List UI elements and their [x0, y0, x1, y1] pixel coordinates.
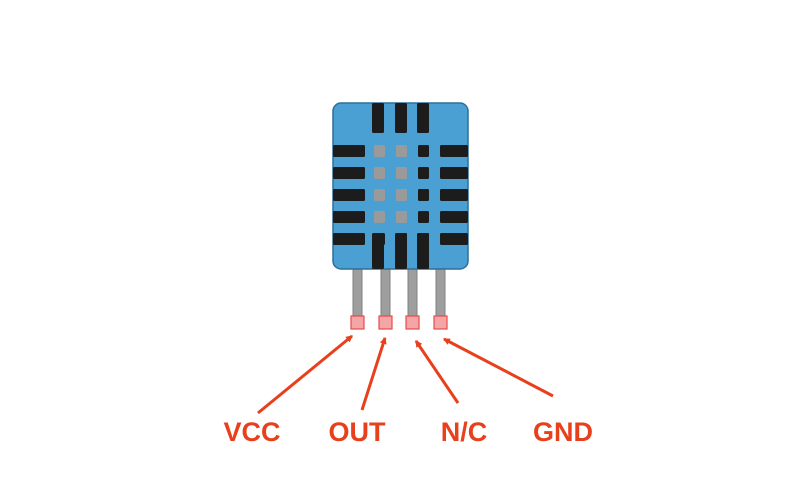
grille-cell — [418, 211, 429, 223]
grille-cell — [418, 167, 429, 179]
arrow-out — [360, 336, 387, 411]
sensor-pads — [350, 315, 448, 330]
grille-cell — [396, 145, 407, 157]
pin-labels: VCC OUT N/C GND — [223, 417, 593, 447]
arrow-nc — [414, 340, 460, 404]
grille-top-slot — [417, 103, 429, 133]
grille-cell — [374, 167, 385, 179]
pin-leg-out — [380, 267, 391, 321]
sensor-legs — [352, 267, 446, 321]
grille-cell — [396, 211, 407, 223]
pin-label-out: OUT — [329, 417, 387, 447]
pin-label-nc: N/C — [441, 417, 488, 447]
grille-right-slot — [440, 211, 468, 223]
arrow-vcc — [257, 334, 353, 415]
grille-cell — [374, 211, 385, 223]
grille-right-slot — [440, 233, 468, 245]
grille-cell — [374, 145, 385, 157]
grille-cell — [418, 189, 429, 201]
pin-leg-nc — [407, 267, 418, 321]
pin-pad-vcc — [350, 315, 365, 330]
grille-cell — [396, 167, 407, 179]
grille-left-slot — [333, 145, 365, 157]
grille-left-slot — [333, 211, 365, 223]
grille-cell — [418, 145, 429, 157]
arrow-gnd — [442, 337, 554, 398]
grille-cell — [396, 189, 407, 201]
pin-leg-gnd — [435, 267, 446, 321]
pin-label-gnd: GND — [533, 417, 593, 447]
grille-bottom-slot — [417, 233, 429, 269]
pin-label-vcc: VCC — [223, 417, 280, 447]
grille-right-slot — [440, 145, 468, 157]
grille-bottom-slot — [395, 233, 407, 269]
grille-bottom-slot — [372, 233, 384, 269]
grille-right-slot — [440, 167, 468, 179]
pin-pad-nc — [405, 315, 420, 330]
grille-left-slot — [333, 233, 365, 245]
grille-left-slot — [333, 167, 365, 179]
grille-cell — [374, 189, 385, 201]
grille-top-slot — [395, 103, 407, 133]
pin-arrows — [257, 334, 554, 415]
pin-pad-gnd — [433, 315, 448, 330]
grille-left-slot — [333, 189, 365, 201]
sensor-grille — [333, 103, 468, 269]
pin-leg-vcc — [352, 267, 363, 321]
grille-right-slot — [440, 189, 468, 201]
pin-pad-out — [378, 315, 393, 330]
grille-top-slot — [372, 103, 384, 133]
